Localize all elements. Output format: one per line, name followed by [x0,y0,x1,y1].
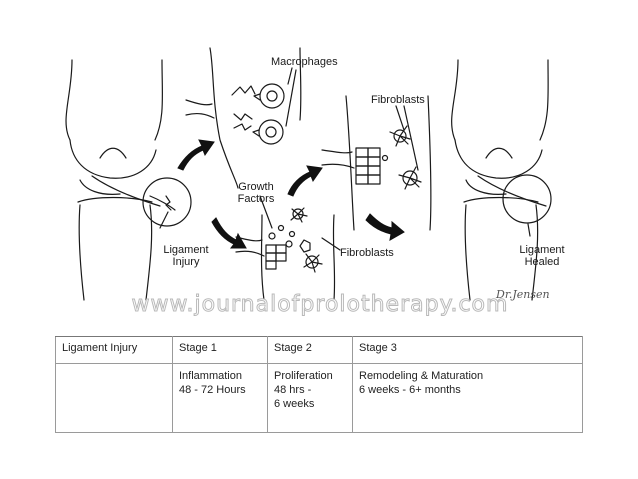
stage2-phase: Proliferation [274,370,333,382]
stage3-duration: 6 weeks - 6+ months [359,384,461,396]
arrow-to-healed [365,213,405,241]
healed-knee-illustration [451,59,549,301]
arrow-to-stage1 [177,139,215,171]
label-ligament-healed-line2: Healed [524,256,560,268]
stages-table: Ligament Injury Stage 1 Stage 2 Stage 3 … [55,336,583,433]
cell-stage-2: Proliferation 48 hrs - 6 weeks [267,363,353,433]
label-ligament-injury: Ligament Injury [160,244,212,268]
arrow-to-stage3 [287,165,323,197]
label-ligament-healed-line1: Ligament [519,244,565,256]
label-ligament-injury-line2: Injury [172,256,200,268]
arrow-to-stage2 [211,217,247,249]
label-ligament-healed: Ligament Healed [516,244,568,268]
label-macrophages: Macrophages [271,56,338,68]
stage2-duration-line1: 48 hrs - [274,384,312,396]
cell-stage-1: Inflammation 48 - 72 Hours [172,363,268,433]
header-stage-2: Stage 2 [267,336,353,364]
healed-magnifier-circle [502,174,552,224]
label-growth-factors-line2: Factors [237,193,275,205]
header-stage-3: Stage 3 [352,336,583,364]
cell-ligament-injury [55,363,173,433]
header-ligament-injury: Ligament Injury [55,336,173,364]
label-growth-factors: Growth Factors [234,181,278,205]
stage1-duration: 48 - 72 Hours [179,384,246,396]
label-fibroblasts-top: Fibroblasts [371,94,425,106]
injury-magnifier-circle [142,177,192,227]
stage1-phase: Inflammation [179,370,242,382]
injured-knee-illustration [65,59,176,301]
stage1-panel-illustration [185,47,302,189]
label-ligament-injury-line1: Ligament [163,244,209,256]
table-header-row: Ligament Injury Stage 1 Stage 2 Stage 3 [55,336,583,364]
cell-stage-3: Remodeling & Maturation 6 weeks - 6+ mon… [352,363,583,433]
stage2-panel-illustration [235,195,341,301]
stage2-duration-line2: 6 weeks [274,398,315,410]
table-row: Inflammation 48 - 72 Hours Proliferation… [55,363,583,433]
watermark-url: www.journalofprolotherapy.com [131,292,509,318]
label-fibroblasts-bottom: Fibroblasts [340,247,394,259]
stage3-panel-illustration [321,95,432,231]
header-stage-1: Stage 1 [172,336,268,364]
stage3-phase: Remodeling & Maturation [359,370,484,382]
artist-signature: Dr.Jensen [496,288,550,301]
healing-diagram [65,47,552,301]
flow-arrows [177,139,405,249]
label-growth-factors-line1: Growth [238,181,274,193]
